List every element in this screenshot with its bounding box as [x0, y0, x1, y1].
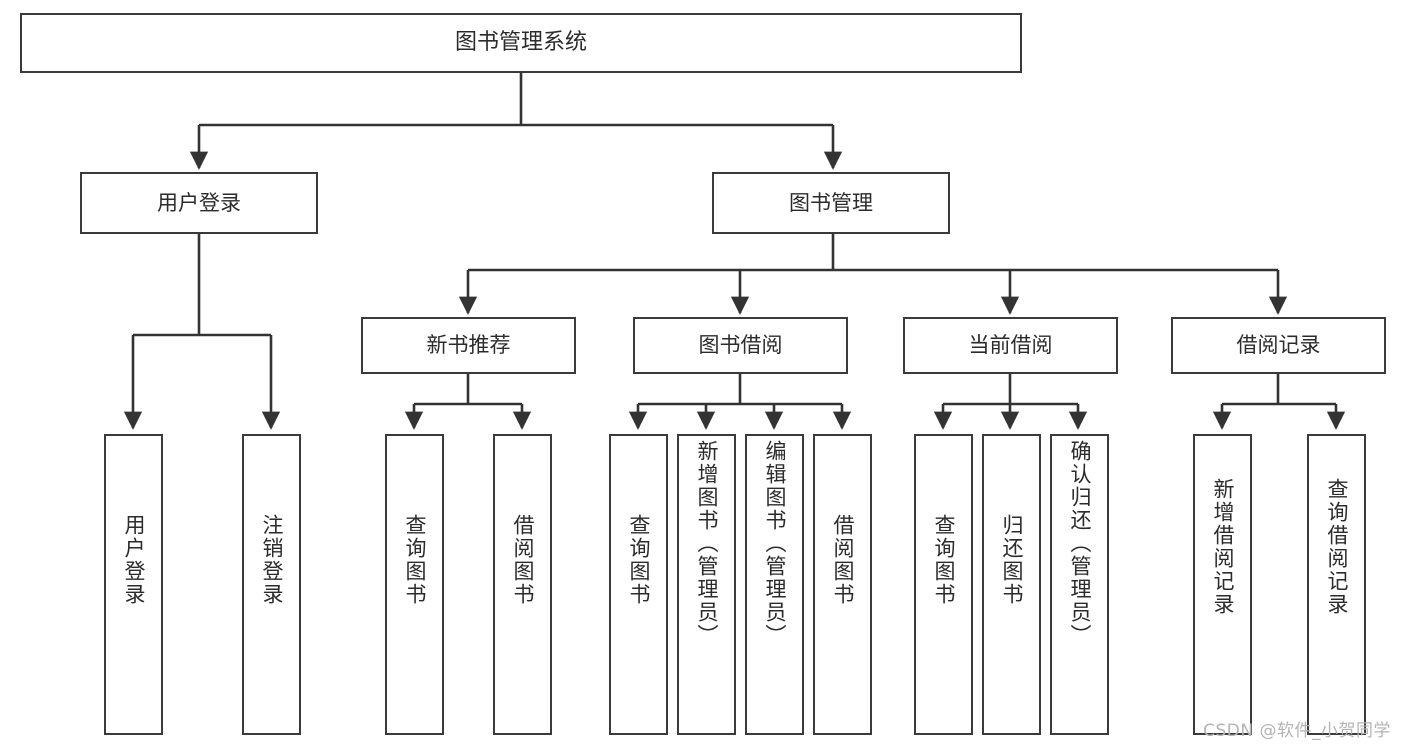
- node-leaf-borrow-book-1-label: 借阅图书: [511, 514, 535, 606]
- node-leaf-query-book-3[interactable]: 查询图书: [914, 434, 973, 735]
- node-leaf-user-login[interactable]: 用户登录: [104, 434, 163, 735]
- node-leaf-user-login-label: 用户登录: [122, 514, 146, 606]
- node-leaf-confirm-return-label: 确认归还（管理员）: [1068, 440, 1092, 647]
- node-leaf-return-book[interactable]: 归还图书: [982, 434, 1041, 735]
- node-leaf-user-logout-label: 注销登录: [260, 514, 284, 606]
- node-new-book-recommend-label: 新书推荐: [426, 333, 511, 358]
- node-leaf-return-book-label: 归还图书: [1000, 514, 1024, 606]
- node-borrow-record[interactable]: 借阅记录: [1171, 317, 1386, 374]
- node-leaf-add-record[interactable]: 新增借阅记录: [1193, 434, 1252, 735]
- node-leaf-add-book[interactable]: 新增图书（管理员）: [677, 434, 736, 735]
- node-new-book-recommend[interactable]: 新书推荐: [361, 317, 576, 374]
- node-leaf-query-book-1-label: 查询图书: [403, 514, 427, 606]
- node-leaf-borrow-book-2[interactable]: 借阅图书: [813, 434, 872, 735]
- node-user-login-label: 用户登录: [157, 190, 241, 215]
- node-leaf-query-book-3-label: 查询图书: [932, 514, 956, 606]
- node-leaf-borrow-book-2-label: 借阅图书: [831, 514, 855, 606]
- node-leaf-query-record-label: 查询借阅记录: [1325, 478, 1349, 616]
- node-leaf-user-logout[interactable]: 注销登录: [242, 434, 301, 735]
- node-leaf-query-record[interactable]: 查询借阅记录: [1307, 434, 1366, 735]
- node-book-manage-label: 图书管理: [789, 190, 873, 215]
- node-leaf-edit-book-label: 编辑图书（管理员）: [763, 440, 787, 647]
- node-borrow-record-label: 借阅记录: [1236, 333, 1321, 358]
- node-leaf-query-book-1[interactable]: 查询图书: [385, 434, 444, 735]
- node-book-borrow[interactable]: 图书借阅: [633, 317, 848, 374]
- node-current-borrow-label: 当前借阅: [968, 333, 1053, 358]
- node-current-borrow[interactable]: 当前借阅: [903, 317, 1118, 374]
- node-root-label: 图书管理系统: [454, 30, 587, 56]
- node-leaf-query-book-2-label: 查询图书: [627, 514, 651, 606]
- node-leaf-confirm-return[interactable]: 确认归还（管理员）: [1050, 434, 1109, 735]
- node-leaf-add-book-label: 新增图书（管理员）: [695, 440, 719, 647]
- node-book-manage[interactable]: 图书管理: [712, 172, 950, 234]
- node-leaf-add-record-label: 新增借阅记录: [1211, 478, 1235, 616]
- csdn-watermark: CSDN @软件_小贺同学: [1203, 721, 1391, 741]
- node-leaf-query-book-2[interactable]: 查询图书: [609, 434, 668, 735]
- node-leaf-edit-book[interactable]: 编辑图书（管理员）: [745, 434, 804, 735]
- node-user-login[interactable]: 用户登录: [80, 172, 318, 234]
- node-leaf-borrow-book-1[interactable]: 借阅图书: [493, 434, 552, 735]
- node-root[interactable]: 图书管理系统: [20, 13, 1022, 73]
- node-book-borrow-label: 图书借阅: [698, 333, 783, 358]
